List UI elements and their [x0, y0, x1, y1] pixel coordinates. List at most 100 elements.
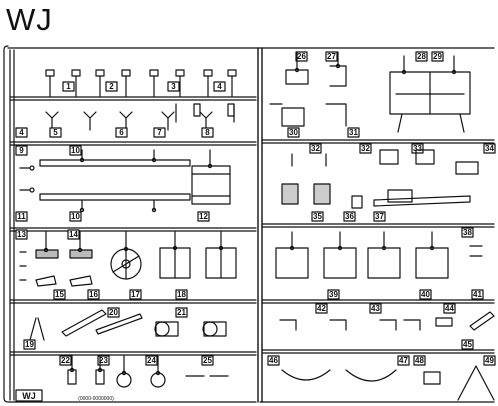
label-box: [153, 127, 166, 138]
leg-part: [29, 317, 45, 341]
label-box: [415, 51, 428, 62]
part-number: 4: [217, 82, 222, 91]
part-number: 19: [25, 340, 34, 349]
part-number: 44: [445, 304, 454, 313]
label-box: [23, 339, 36, 350]
part-number-label: 10: [69, 211, 82, 222]
small-pin: [469, 245, 483, 257]
part-number-label: 41: [471, 289, 484, 300]
label-box: [431, 51, 444, 62]
grille-part: [313, 183, 331, 205]
label-box: [461, 227, 474, 238]
small-hook: [29, 187, 35, 193]
label-box: [359, 143, 372, 154]
part-number: 32: [311, 144, 320, 153]
part-number: 40: [421, 290, 430, 299]
label-box: [69, 145, 82, 156]
label-box: [197, 211, 210, 222]
part-number: 45: [463, 340, 472, 349]
hook-part: [423, 371, 441, 385]
wrench-part: [35, 275, 57, 287]
part-number: 22: [61, 356, 70, 365]
elbow-part: [379, 319, 397, 331]
label-box: [483, 143, 496, 154]
round-part: [203, 321, 227, 337]
gate-point: [151, 207, 157, 213]
elbow-part: [279, 319, 297, 331]
gate-point: [121, 370, 127, 376]
small-part: [71, 69, 81, 77]
part-number: 29: [433, 52, 442, 61]
part-number: 20: [109, 308, 118, 317]
label-box: [325, 51, 338, 62]
label-box: [167, 81, 180, 92]
label-box: [53, 289, 66, 300]
part-number-label: 25: [201, 355, 214, 366]
round-part: [155, 321, 179, 337]
part-number-label: 21: [175, 307, 188, 318]
part-number: 35: [313, 212, 322, 221]
part-number-label: 44: [443, 303, 456, 314]
part-number: 25: [203, 356, 212, 365]
label-box: [419, 289, 432, 300]
bar-part: [95, 313, 143, 335]
part-number: 10: [71, 212, 80, 221]
part-number: 15: [55, 290, 64, 299]
part-number-label: 45: [461, 339, 474, 350]
part-number-label: 5: [49, 127, 62, 138]
window-part: [415, 247, 449, 279]
part-number-label: 33: [411, 143, 424, 154]
part-number: 8: [205, 128, 210, 137]
part-number: 27: [327, 52, 336, 61]
part-number-label: 14: [67, 229, 80, 240]
label-box: [311, 211, 324, 222]
frame-outer: [3, 45, 257, 403]
seat-part: [415, 149, 435, 165]
elbow-part: [403, 319, 421, 331]
long-plate: [39, 159, 191, 167]
label-box: [129, 289, 142, 300]
part-number-label: 46: [267, 355, 280, 366]
label-box: [97, 355, 110, 366]
window-part: [275, 247, 309, 279]
box-part: [191, 165, 231, 205]
gate-point: [451, 69, 457, 75]
part-number-label: 10: [69, 145, 82, 156]
part-number: 39: [329, 290, 338, 299]
part-number-label: 2: [105, 81, 118, 92]
part-number: 28: [417, 52, 426, 61]
bipod-part: [457, 365, 495, 401]
peg-part: [193, 103, 201, 117]
part-number: 42: [317, 304, 326, 313]
label-box: [59, 355, 72, 366]
part-number-label: 1: [62, 81, 75, 92]
small-part: [227, 69, 237, 77]
part-number-label: 32: [309, 143, 322, 154]
gate-point: [335, 63, 341, 69]
part-number-label: 49: [483, 355, 496, 366]
gate-point: [97, 367, 103, 373]
cable-part: [281, 369, 331, 381]
part-number: 16: [89, 290, 98, 299]
part-number: 31: [349, 128, 358, 137]
part-number: 38: [463, 228, 472, 237]
part-number: 7: [157, 128, 162, 137]
part-number: 36: [345, 212, 354, 221]
label-box: [483, 355, 496, 366]
gate-point: [429, 245, 435, 251]
part-number: 49: [485, 356, 494, 365]
part-number-label: 27: [325, 51, 338, 62]
part-number-label: 35: [311, 211, 324, 222]
part-number-label: 15: [53, 289, 66, 300]
corner-tag: WJ: [22, 391, 36, 401]
gate-point: [79, 157, 85, 163]
sprue-title: WJ: [6, 2, 53, 37]
label-box: [443, 303, 456, 314]
bracket-part: [199, 111, 213, 119]
part-number-label: 8: [201, 127, 214, 138]
gate-point: [77, 247, 83, 253]
bracket-part: [45, 111, 59, 119]
gun-part: [373, 195, 471, 207]
grille-part: [281, 183, 299, 205]
